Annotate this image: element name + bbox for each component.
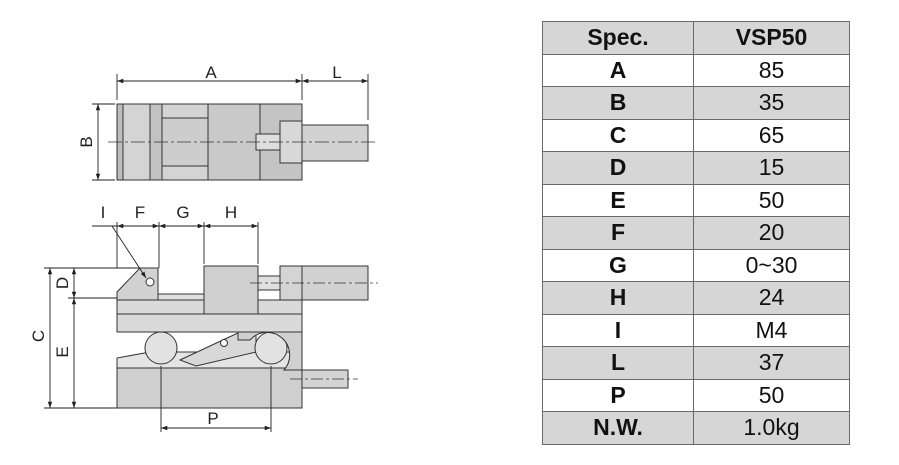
spec-param: L <box>542 346 694 380</box>
spec-param: D <box>542 151 694 185</box>
dim-label-d: D <box>53 277 72 289</box>
dim-label-h: H <box>225 203 237 222</box>
spec-value: 20 <box>693 216 850 250</box>
spec-value: 0~30 <box>693 248 850 282</box>
spec-param: F <box>542 216 694 250</box>
screw-rod-top <box>301 124 369 162</box>
spec-param: A <box>542 53 694 87</box>
spec-param: N.W. <box>542 411 694 445</box>
dim-label-f: F <box>135 203 145 222</box>
dim-label-l: L <box>332 63 341 82</box>
side-view <box>116 265 378 409</box>
spec-value: 24 <box>693 281 850 315</box>
spec-value: 50 <box>693 378 850 412</box>
top-view-dimensions <box>92 74 369 181</box>
spec-value: 65 <box>693 118 850 152</box>
dim-label-p: P <box>207 409 218 428</box>
spec-param: G <box>542 248 694 282</box>
spec-value: 35 <box>693 86 850 120</box>
spec-value: M4 <box>693 313 850 347</box>
spec-value: 37 <box>693 346 850 380</box>
top-view <box>108 103 378 181</box>
pivot-roller-left <box>144 331 178 365</box>
dim-label-c: C <box>29 330 48 342</box>
spec-row-nw: N.W.1.0kg <box>542 411 850 445</box>
spec-param: P <box>542 378 694 412</box>
spec-param: B <box>542 86 694 120</box>
dim-label-i: I <box>101 203 106 222</box>
header-model: VSP50 <box>693 21 850 55</box>
spec-param: E <box>542 183 694 217</box>
fixed-jaw <box>116 267 159 301</box>
spec-param: C <box>542 118 694 152</box>
spec-value: 50 <box>693 183 850 217</box>
dim-label-e: E <box>53 346 72 357</box>
bottom-base <box>116 367 303 409</box>
spec-param: H <box>542 281 694 315</box>
spec-value: 85 <box>693 53 850 87</box>
side-view-dimensions <box>44 222 272 432</box>
dim-label-b: B <box>77 136 96 147</box>
header-spec: Spec. <box>542 21 694 55</box>
vise-technical-drawing: A L B <box>29 63 378 432</box>
spec-param: I <box>542 313 694 347</box>
spec-table-header: Spec. VSP50 <box>542 21 850 55</box>
dim-label-a: A <box>205 63 217 82</box>
movable-jaw <box>203 265 259 315</box>
screw-hole-i <box>145 277 155 287</box>
spec-value: 15 <box>693 151 850 185</box>
spec-value: 1.0kg <box>693 411 850 445</box>
dim-label-g: G <box>176 203 189 222</box>
